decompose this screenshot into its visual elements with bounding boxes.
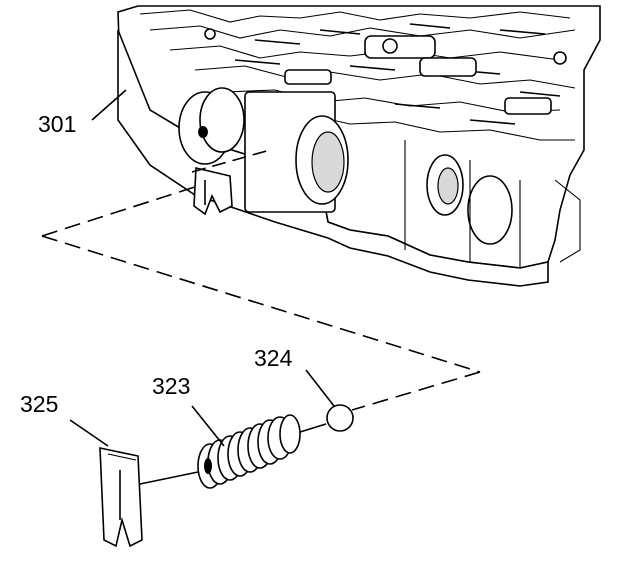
leader-lines: [69, 89, 335, 447]
valve-body: [117, 5, 601, 287]
check-ball: [326, 404, 354, 432]
callout-324: 324: [254, 345, 293, 371]
callout-325: 325: [20, 391, 58, 417]
leader-325: [69, 419, 109, 447]
retainer: [99, 447, 143, 548]
spring: [197, 414, 301, 489]
callout-323: 323: [152, 373, 190, 399]
leader-324: [305, 369, 335, 407]
leader-301: [91, 89, 127, 121]
callout-301: 301: [38, 111, 76, 137]
leader-323: [191, 405, 225, 447]
assembly-axis: [41, 149, 481, 485]
